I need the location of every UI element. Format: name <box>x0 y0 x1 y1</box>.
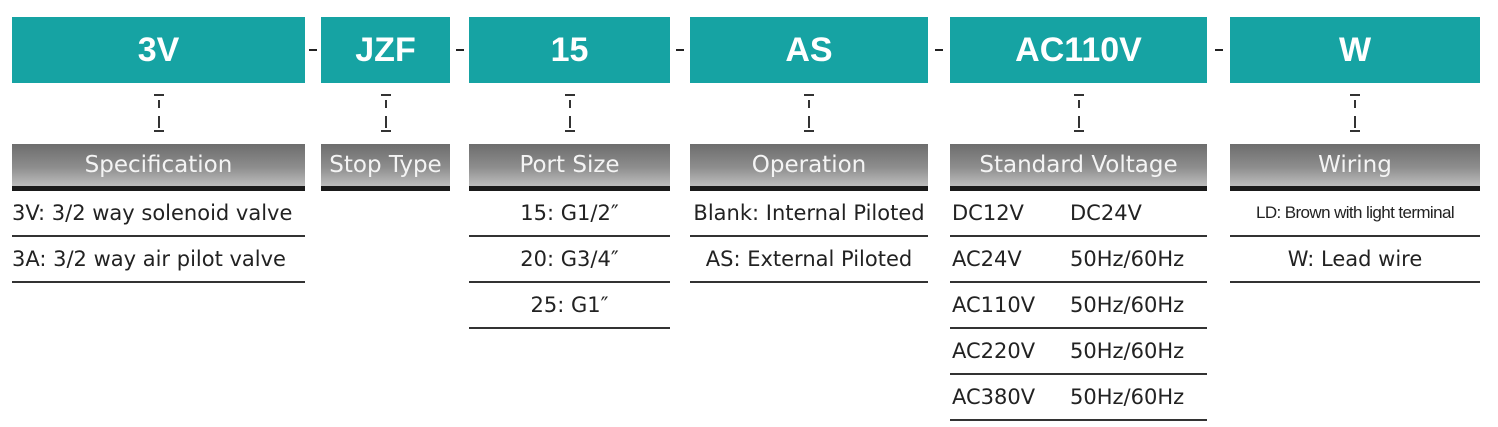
option-row: AC24V 50Hz/60Hz <box>950 237 1207 283</box>
code-box: AS <box>690 17 928 83</box>
option-row: 15: G1/2″ <box>469 191 670 237</box>
frequency: 50Hz/60Hz <box>1070 385 1185 409</box>
connector <box>690 83 928 144</box>
frequency: 50Hz/60Hz <box>1070 339 1185 363</box>
column-standard-voltage: AC110V Standard Voltage DC12V DC24V AC24V… <box>950 17 1207 421</box>
option-row: DC12V DC24V <box>950 191 1207 237</box>
code-box: 15 <box>469 17 670 83</box>
connector <box>321 83 450 144</box>
column-header: Stop Type <box>321 144 450 191</box>
separator-dash <box>456 49 464 51</box>
frequency: DC24V <box>1070 201 1142 225</box>
voltage: AC380V <box>952 385 1036 409</box>
column-header: Operation <box>690 144 928 191</box>
option-row: AC380V 50Hz/60Hz <box>950 375 1207 421</box>
separator-dash <box>1215 49 1223 51</box>
option-row: AS: External Piloted <box>690 237 928 283</box>
column-header: Wiring <box>1230 144 1480 191</box>
code-box: JZF <box>321 17 450 83</box>
connector <box>1230 83 1480 144</box>
option-row: Blank: Internal Piloted <box>690 191 928 237</box>
option-row: 3V: 3/2 way solenoid valve <box>12 191 305 237</box>
separator-dash <box>676 49 684 51</box>
voltage: DC12V <box>952 201 1024 225</box>
voltage: AC110V <box>952 293 1036 317</box>
voltage: AC24V <box>952 247 1022 271</box>
column-stop-type: JZF Stop Type <box>321 17 450 191</box>
option-row: AC220V 50Hz/60Hz <box>950 329 1207 375</box>
option-row: LD: Brown with light terminal <box>1230 191 1480 237</box>
connector <box>950 83 1207 144</box>
code-box: AC110V <box>950 17 1207 83</box>
column-header: Port Size <box>469 144 670 191</box>
column-wiring: W Wiring LD: Brown with light terminal W… <box>1230 17 1480 283</box>
option-row: 25: G1″ <box>469 283 670 329</box>
column-port-size: 15 Port Size 15: G1/2″ 20: G3/4″ 25: G1″ <box>469 17 670 329</box>
separator-dash <box>309 49 317 51</box>
column-header: Standard Voltage <box>950 144 1207 191</box>
separator-dash <box>935 49 943 51</box>
option-row: 20: G3/4″ <box>469 237 670 283</box>
column-header: Specification <box>12 144 305 191</box>
code-box: 3V <box>12 17 305 83</box>
connector <box>469 83 670 144</box>
column-specification: 3V Specification 3V: 3/2 way solenoid va… <box>12 17 305 283</box>
voltage: AC220V <box>952 339 1036 363</box>
frequency: 50Hz/60Hz <box>1070 247 1185 271</box>
code-box: W <box>1230 17 1480 83</box>
frequency: 50Hz/60Hz <box>1070 293 1185 317</box>
option-row: AC110V 50Hz/60Hz <box>950 283 1207 329</box>
column-operation: AS Operation Blank: Internal Piloted AS:… <box>690 17 928 283</box>
option-row: 3A: 3/2 way air pilot valve <box>12 237 305 283</box>
connector <box>12 83 305 144</box>
option-row: W: Lead wire <box>1230 237 1480 283</box>
